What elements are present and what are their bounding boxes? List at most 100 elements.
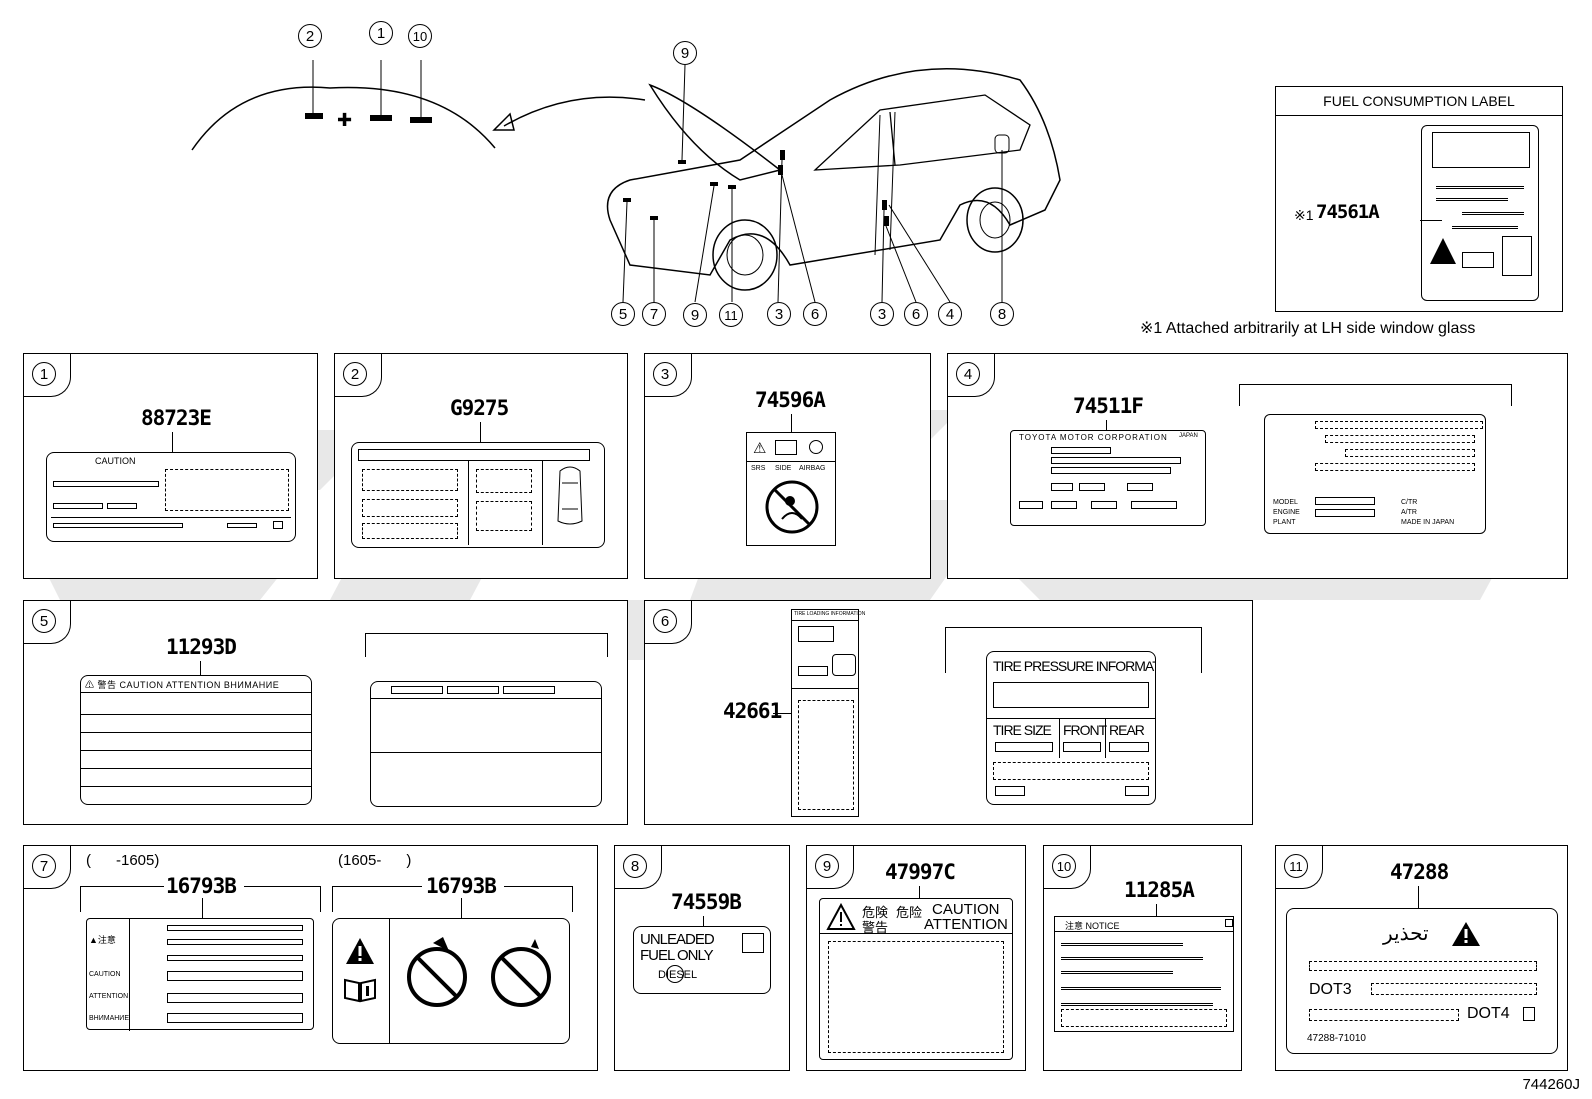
tire-pressure-title: TIRE PRESSURE INFORMATION xyxy=(993,658,1155,674)
callout-5: 5 xyxy=(611,302,635,326)
label-74596A: ⚠ SRS SIDE AIRBAG xyxy=(746,432,836,546)
callout-9: 9 xyxy=(683,303,707,327)
label-panel-7: 7 ( -1605) (1605- ) 16793B 16793B ▲注意 CA… xyxy=(23,845,598,1071)
label-panel-8: 8 74559B UNLEADED FUEL ONLY DIESEL xyxy=(614,845,790,1071)
panel-11-number: 11 xyxy=(1284,854,1308,878)
panel-7-number: 7 xyxy=(32,854,56,878)
callout-3: 3 xyxy=(767,302,791,326)
fuel-attach-note: ※1 Attached arbitrarily at LH side windo… xyxy=(1140,320,1476,337)
label-code: 47288-71010 xyxy=(1307,1033,1366,1044)
label-74511F-alt: MODEL ENGINE PLANT C/TR A/TR MADE IN JAP… xyxy=(1264,414,1486,534)
plant-label: PLANT xyxy=(1273,519,1296,526)
range-before-1605: ( -1605) xyxy=(86,852,160,869)
srs-text: SRS xyxy=(751,465,766,472)
ctr-label: C/TR xyxy=(1401,499,1418,506)
label-panel-2: 2 G9275 xyxy=(334,353,628,579)
callout-1: 1 xyxy=(369,21,393,45)
maker-country: JAPAN xyxy=(1179,433,1198,439)
pointer-arrow xyxy=(492,96,646,131)
no-diesel-circle xyxy=(666,965,684,983)
label-11293D: ⚠ 警告 CAUTION ATTENTION ВНИМАНИЕ xyxy=(80,675,312,805)
label-panel-5: 5 11293D ⚠ 警告 CAUTION ATTENTION ВНИМАНИЕ xyxy=(23,600,628,825)
range-after-1605: (1605- ) xyxy=(338,852,412,869)
callout-10: 10 xyxy=(408,24,432,48)
callout-9-top: 9 xyxy=(673,41,697,65)
callout-4: 4 xyxy=(938,302,962,326)
label-panel-3: 3 74596A ⚠ SRS SIDE AIRBAG xyxy=(644,353,931,579)
atr-label: A/TR xyxy=(1401,509,1417,516)
unleaded-text: UNLEADED xyxy=(640,931,715,948)
label-11285A: 注意 NOTICE xyxy=(1054,916,1234,1032)
engine-label: ENGINE xyxy=(1273,509,1300,516)
fuel-only-text: FUEL ONLY xyxy=(640,947,714,964)
tire-size-header: TIRE SIZE xyxy=(993,722,1052,738)
car-topview-icon xyxy=(557,466,583,525)
fuel-consumption-panel: FUEL CONSUMPTION LABEL ※1 74561A xyxy=(1275,86,1563,312)
label-11293D-alt xyxy=(370,681,602,807)
panel-8-part-number: 74559B xyxy=(671,890,742,914)
panel-11-part-number: 47288 xyxy=(1390,860,1449,884)
label-16793B-new xyxy=(332,918,570,1044)
row-caution: CAUTION xyxy=(89,971,121,978)
label-tire-pressure: TIRE PRESSURE INFORMATION TIRE SIZE FRON… xyxy=(986,651,1156,805)
label-74511F: TOYOTA MOTOR CORPORATION JAPAN xyxy=(1010,430,1206,526)
panel-9-part-number: 47997C xyxy=(885,860,956,884)
label-11285A-header: 注意 NOTICE xyxy=(1065,921,1120,931)
airbag-text: AIRBAG xyxy=(799,465,826,472)
label-42661-strip: TIRE LOADING INFORMATION xyxy=(791,609,865,817)
panel-5-number: 5 xyxy=(32,609,56,633)
label-panel-4: 4 74511F TOYOTA MOTOR CORPORATION JAPAN … xyxy=(947,353,1568,579)
panel-4-part-number: 74511F xyxy=(1073,394,1144,418)
no-hand-icon-2 xyxy=(491,939,551,1007)
no-child-seat-icon xyxy=(765,480,819,534)
maker-name: TOYOTA MOTOR CORPORATION xyxy=(1019,433,1168,442)
callout-6: 6 xyxy=(803,302,827,326)
model-label: MODEL xyxy=(1273,499,1298,506)
warning-triangle-icon xyxy=(346,938,374,964)
callout-7: 7 xyxy=(642,302,666,326)
label-G9275 xyxy=(351,442,605,548)
dot3-text: DOT3 xyxy=(1309,981,1352,998)
callout-8: 8 xyxy=(990,302,1014,326)
fuel-part-number: 74561A xyxy=(1316,201,1380,223)
label-47288: تحذير DOT3 DOT4 47288-71010 xyxy=(1286,908,1558,1054)
attention-text: ATTENTION xyxy=(924,916,1008,933)
row-jp: ▲注意 xyxy=(89,935,116,945)
label-16793B-old: ▲注意 CAUTION ATTENTION ВНИМАНИЕ xyxy=(86,918,314,1031)
diagram-id: 744260J xyxy=(1522,1076,1580,1093)
row-attention: ATTENTION xyxy=(89,993,129,1000)
cn-danger: 危险 xyxy=(896,905,923,920)
fuel-consumption-title: FUEL CONSUMPTION LABEL xyxy=(1323,93,1515,109)
manual-book-icon xyxy=(742,933,764,953)
svg-text:✚: ✚ xyxy=(337,110,352,131)
callout-3-door: 3 xyxy=(870,302,894,326)
label-panel-10: 10 11285A 注意 NOTICE xyxy=(1043,845,1242,1071)
label-11293D-header: ⚠ 警告 CAUTION ATTENTION ВНИМАНИЕ xyxy=(85,680,280,690)
label-panel-6: 6 42661 TIRE LOADING INFORMATION TIRE PR… xyxy=(644,600,1253,825)
jp-danger-1: 危険 xyxy=(862,905,889,920)
dot4-text: DOT4 xyxy=(1467,1005,1510,1022)
fuel-mark: ※1 xyxy=(1294,207,1314,223)
panel-7-part-number-2: 16793B xyxy=(426,874,497,898)
panel-7-part-number-1: 16793B xyxy=(166,874,237,898)
callout-2: 2 xyxy=(298,24,322,48)
label-panel-9: 9 47997C 危険 警告 危险 CAUTION ATTENTION xyxy=(806,845,1026,1071)
manual-icon xyxy=(344,978,376,1003)
rear-header: REAR xyxy=(1109,722,1145,738)
panel-4-number: 4 xyxy=(956,362,980,386)
label-88723E: CAUTION xyxy=(46,452,296,542)
panel-3-part-number: 74596A xyxy=(755,388,826,412)
label-88723E-caution: CAUTION xyxy=(95,456,136,466)
fuel-label-sticker xyxy=(1421,125,1539,301)
tire-loading-title: TIRE LOADING INFORMATION xyxy=(794,611,866,617)
windshield-outline: ✚ xyxy=(191,60,496,151)
warning-triangle-icon xyxy=(826,903,856,930)
panel-9-number: 9 xyxy=(815,854,839,878)
front-header: FRONT xyxy=(1063,722,1107,738)
label-74559B: UNLEADED FUEL ONLY DIESEL xyxy=(633,926,771,994)
label-panel-1: 1 88723E CAUTION xyxy=(23,353,318,579)
made-in-label: MADE IN JAPAN xyxy=(1401,519,1455,526)
caution-text: CAUTION xyxy=(932,901,1000,918)
no-hand-icon-1 xyxy=(407,937,467,1007)
arabic-warning: تحذير xyxy=(1383,923,1429,945)
